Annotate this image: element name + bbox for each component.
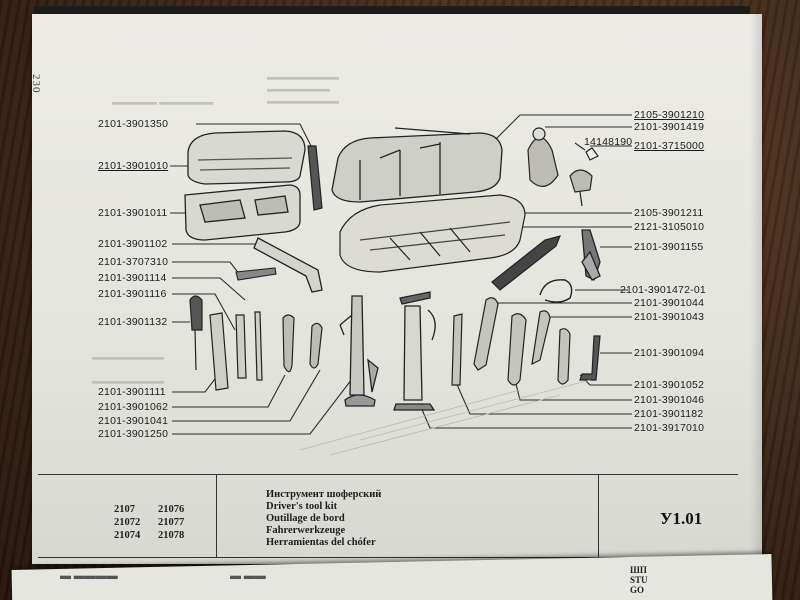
divider bbox=[216, 475, 217, 557]
callout-label: 2105-3901211 bbox=[634, 207, 704, 219]
callout-label: 2101-3901132 bbox=[98, 316, 168, 328]
model-number: 21072 bbox=[114, 517, 141, 528]
callout-label: 2101-3901472-01 bbox=[620, 284, 706, 296]
section-code: У1.01 bbox=[660, 509, 703, 528]
page-edge-shadow bbox=[750, 14, 762, 564]
title-french: Outillage de bord bbox=[266, 513, 345, 524]
callout-label: 2101-3901419 bbox=[634, 121, 705, 133]
catalog-page: 230 ▬▬▬▬▬▬▬▬▬▬▬▬▬▬▬▬▬▬▬▬▬▬▬ ▬▬▬▬▬ ▬▬▬▬▬▬… bbox=[30, 14, 762, 564]
callout-label: 2101-3901250 bbox=[98, 428, 169, 440]
callout-label: 2121-3105010 bbox=[634, 221, 705, 233]
next-page-text: ▬ ▬▬▬▬ bbox=[60, 570, 118, 582]
callout-label: 2101-3901111 bbox=[98, 386, 166, 398]
divider bbox=[598, 475, 599, 557]
title-spanish: Herramientas del chófer bbox=[266, 537, 376, 548]
strip-line: STU bbox=[630, 575, 648, 585]
callout-label: 2101-3901043 bbox=[634, 311, 705, 323]
callout-label: 2101-3901116 bbox=[98, 288, 167, 300]
callout-label: 2101-3901011 bbox=[98, 207, 168, 219]
callout-label: 2101-3901155 bbox=[634, 241, 704, 253]
model-number: 21077 bbox=[158, 517, 185, 528]
title-english: Driver's tool kit bbox=[266, 501, 338, 512]
callout-label: 2101-3901052 bbox=[634, 379, 705, 391]
model-number: 21078 bbox=[158, 530, 185, 541]
model-number: 21074 bbox=[114, 530, 141, 541]
callout-label: 2101-3901102 bbox=[98, 238, 168, 250]
callout-label: 2101-3901094 bbox=[634, 347, 705, 359]
callout-label: 2101-3901350 bbox=[98, 118, 169, 130]
next-page-title-strip: ШП STU GO bbox=[630, 565, 648, 595]
callout-label: 2101-3901182 bbox=[634, 408, 704, 420]
section-title-multilingual: Инструмент шоферский Driver's tool kit O… bbox=[266, 489, 381, 549]
strip-line: ШП bbox=[630, 565, 647, 575]
callout-label: 2101-3901114 bbox=[98, 272, 167, 284]
title-block: 2107 21072 21074 21076 21077 21078 Инстр… bbox=[38, 474, 738, 558]
callout-label: 2101-3901044 bbox=[634, 297, 705, 309]
callout-label: 2101-3715000 bbox=[634, 140, 705, 152]
callout-label: 2101-3901062 bbox=[98, 401, 169, 413]
title-russian: Инструмент шоферский bbox=[266, 489, 382, 500]
callout-label: 2105-3901210 bbox=[634, 109, 705, 121]
callout-label: 2101-3901046 bbox=[634, 394, 705, 406]
callout-label: 2101-3917010 bbox=[634, 422, 705, 434]
title-german: Fahrerwerkzeuge bbox=[266, 525, 346, 536]
model-list: 21076 21077 21078 bbox=[158, 503, 184, 542]
model-list: 2107 21072 21074 bbox=[114, 503, 140, 542]
callout-label: 14148190 bbox=[584, 136, 633, 148]
callout-label: 2101-3901041 bbox=[98, 415, 169, 427]
callout-label: 2101-3901010 bbox=[98, 160, 169, 172]
strip-line: GO bbox=[630, 585, 645, 595]
callout-label: 2101-3707310 bbox=[98, 256, 169, 268]
next-page-text: ▬ ▬▬ bbox=[230, 570, 266, 582]
model-number: 2107 bbox=[114, 504, 135, 515]
model-number: 21076 bbox=[158, 504, 185, 515]
